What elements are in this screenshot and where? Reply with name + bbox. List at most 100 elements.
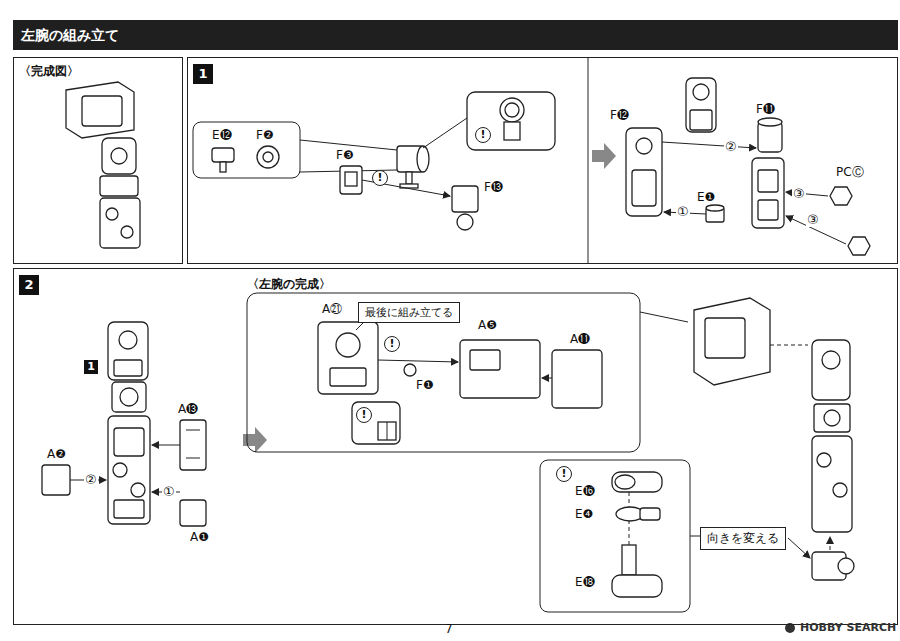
step-ref: 1 xyxy=(84,360,98,374)
line-art xyxy=(378,422,396,440)
line-art xyxy=(336,333,360,357)
part-label: F❸ xyxy=(336,148,354,162)
part-label: F⓭ xyxy=(484,180,503,194)
line-art xyxy=(111,148,127,164)
part-label: A㉑ xyxy=(322,302,342,316)
subpanel: 〈左腕の完成〉最後に組み立てる xyxy=(247,276,640,452)
callout-number: ② xyxy=(84,473,98,487)
part-label: E⓬ xyxy=(212,128,232,142)
line-art xyxy=(830,537,831,550)
caution-mark: ! xyxy=(372,170,388,186)
note-box: 最後に組み立てる xyxy=(358,302,460,323)
line-art xyxy=(812,340,850,400)
note-box: 向きを変える xyxy=(700,527,786,550)
callout-number: ① xyxy=(162,485,176,499)
caution-mark: ! xyxy=(556,466,572,482)
watermark: HOBBY SEARCH xyxy=(800,621,896,635)
note-text: 向きを変える xyxy=(707,530,779,547)
line-art xyxy=(180,500,206,526)
part-label: A⓭ xyxy=(178,402,198,416)
line-art xyxy=(100,176,138,196)
line-art xyxy=(817,453,831,467)
line-art xyxy=(612,472,662,492)
line-art xyxy=(505,103,519,117)
line-art xyxy=(404,364,416,376)
line-art xyxy=(758,200,778,220)
part-label: E⓲ xyxy=(575,575,595,589)
step-panel: 1 xyxy=(187,57,898,264)
line-art xyxy=(592,143,616,169)
line-art xyxy=(690,110,712,130)
line-art xyxy=(640,508,660,520)
line-art xyxy=(120,388,138,406)
callout-number: ② xyxy=(724,140,738,154)
line-art xyxy=(622,545,636,575)
part-label: E❹ xyxy=(575,507,593,521)
line-art xyxy=(131,483,145,497)
line-art xyxy=(318,322,378,394)
line-art xyxy=(186,458,200,459)
part-label: A❶ xyxy=(190,530,209,544)
figure-panel: 〈完成図〉 xyxy=(13,57,183,264)
line-art xyxy=(82,96,122,126)
line-art xyxy=(788,538,810,558)
part-label: F⓫ xyxy=(756,102,775,116)
line-art xyxy=(552,350,602,408)
line-art xyxy=(770,345,808,346)
line-art xyxy=(542,378,552,379)
page-title: 左腕の組み立て xyxy=(13,20,119,50)
line-art xyxy=(662,142,756,148)
line-art xyxy=(112,382,146,412)
line-art xyxy=(352,402,400,444)
line-art xyxy=(588,58,589,263)
caution-mark: ! xyxy=(475,127,491,143)
line-art xyxy=(345,172,357,186)
part-label: A❷ xyxy=(47,447,66,461)
line-art xyxy=(106,208,118,220)
line-art xyxy=(220,162,226,172)
line-art xyxy=(814,404,850,432)
line-art xyxy=(833,483,847,497)
line-art xyxy=(824,410,840,426)
line-art xyxy=(612,575,662,597)
line-art xyxy=(42,465,70,495)
line-art xyxy=(114,500,144,518)
note-text: 最後に組み立てる xyxy=(365,305,453,320)
callout-number: ③ xyxy=(806,213,820,227)
page-number: 7 xyxy=(445,622,453,636)
part-label: F❷ xyxy=(256,128,274,142)
caution-mark: ! xyxy=(356,407,372,423)
line-art xyxy=(247,293,640,452)
line-art xyxy=(257,146,279,168)
line-art xyxy=(848,237,870,255)
line-art xyxy=(378,360,458,362)
panel-heading: 〈完成図〉 xyxy=(19,63,177,80)
line-art xyxy=(102,138,136,174)
line-art xyxy=(387,422,388,440)
line-art xyxy=(705,318,745,358)
line-art xyxy=(114,428,144,456)
line-art xyxy=(822,351,840,369)
line-art xyxy=(626,128,662,216)
line-art xyxy=(113,463,127,477)
line-art xyxy=(108,416,150,524)
line-art xyxy=(180,420,206,470)
line-art xyxy=(452,186,478,212)
line-art xyxy=(263,152,273,162)
line-art xyxy=(694,298,770,385)
line-art xyxy=(693,84,709,100)
part-label: F⓬ xyxy=(610,108,629,122)
line-art xyxy=(615,475,635,489)
step-panel: 2〈左腕の完成〉最後に組み立てる向きを変える xyxy=(13,268,898,625)
line-art xyxy=(406,172,412,184)
line-art xyxy=(636,138,652,154)
part-label: PCⒸ xyxy=(836,165,864,179)
part-label: A⓫ xyxy=(570,332,590,346)
line-art xyxy=(152,445,180,446)
line-art xyxy=(108,322,148,380)
part-label: A❺ xyxy=(478,318,497,332)
line-art xyxy=(632,170,656,206)
panel-heading: 〈左腕の完成〉 xyxy=(247,276,640,293)
line-art xyxy=(540,460,690,612)
line-art xyxy=(752,158,784,228)
